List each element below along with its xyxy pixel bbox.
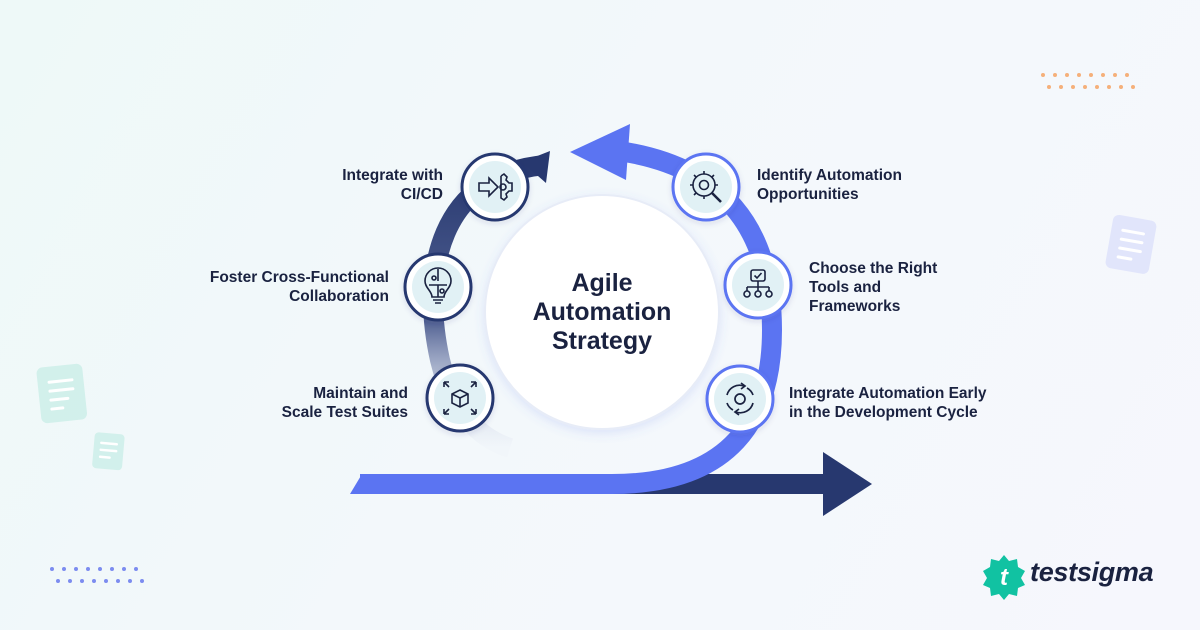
center-title: Agile Automation Strategy xyxy=(487,269,717,356)
output-arrowhead xyxy=(823,452,872,516)
step-node-maintain xyxy=(425,363,495,433)
gear-search-icon xyxy=(690,171,722,203)
orange-dot-grid xyxy=(1041,73,1135,89)
title-line-1: Agile xyxy=(571,269,633,297)
step-node-choose xyxy=(723,250,793,320)
arrowhead-blue xyxy=(570,124,630,180)
document-icon xyxy=(36,363,88,424)
bottom-arrow-tail xyxy=(350,474,368,494)
title-line-3: Strategy xyxy=(551,327,653,355)
center-circle xyxy=(484,194,720,430)
cube-expand-icon xyxy=(443,381,477,415)
arrow-gear-icon xyxy=(478,172,513,202)
document-icon xyxy=(1105,214,1157,274)
step-label-cicd: Integrate with CI/CD xyxy=(342,167,443,203)
step-label-integrate-early: Integrate Automation Early in the Develo… xyxy=(789,385,987,421)
flowchart-icon xyxy=(743,269,773,298)
logo-letter: t xyxy=(1000,564,1009,591)
arrowhead-navy xyxy=(522,151,550,183)
step-label-choose: Choose the Right Tools and Frameworks xyxy=(809,260,938,315)
step-node-cicd xyxy=(460,152,530,222)
step-label-foster: Foster Cross-Functional Collaboration xyxy=(209,269,389,305)
step-node-identify xyxy=(671,152,741,222)
brand-name: testsigma xyxy=(1030,557,1154,587)
step-node-foster xyxy=(403,252,473,322)
cycle-arrows-icon xyxy=(726,382,754,416)
step-label-identify: Identify Automation Opportunities xyxy=(757,167,902,203)
lightbulb-puzzle-icon xyxy=(424,267,452,304)
title-line-2: Automation xyxy=(532,298,672,326)
document-icon xyxy=(92,432,125,471)
step-label-maintain: Maintain and Scale Test Suites xyxy=(281,385,408,421)
testsigma-logo-icon: t xyxy=(983,555,1025,600)
blue-dot-grid xyxy=(50,567,144,583)
step-node-integrate-early xyxy=(705,364,775,434)
